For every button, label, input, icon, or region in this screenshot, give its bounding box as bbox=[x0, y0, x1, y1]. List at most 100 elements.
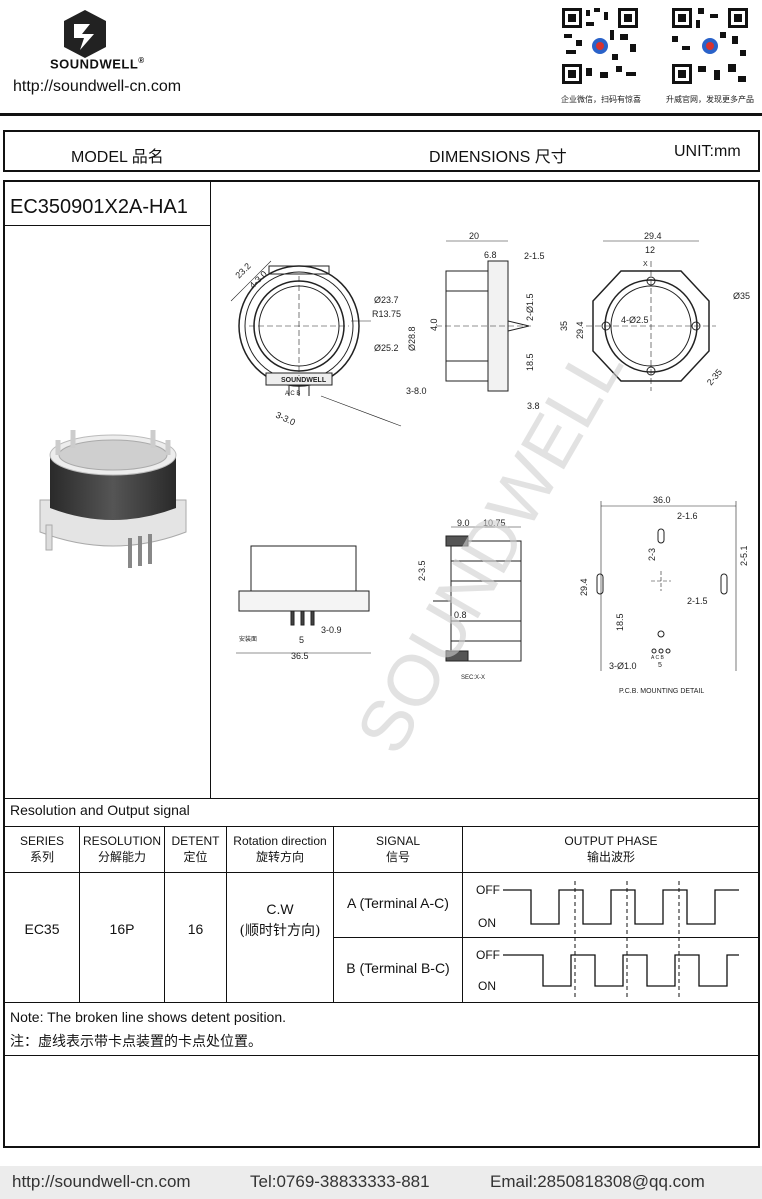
svg-text:3.8: 3.8 bbox=[527, 401, 540, 411]
product-photo bbox=[28, 420, 198, 580]
svg-text:2-Ø1.5: 2-Ø1.5 bbox=[525, 293, 535, 321]
svg-text:6.8: 6.8 bbox=[484, 250, 497, 260]
col-sep-3 bbox=[226, 826, 227, 1002]
svg-text:Ø25.2: Ø25.2 bbox=[374, 343, 399, 353]
svg-text:2-1.6: 2-1.6 bbox=[677, 511, 698, 521]
header-divider bbox=[0, 113, 762, 116]
bottom-view: 安装面 5 3-0.9 36.5 bbox=[236, 545, 371, 661]
svg-text:10.75: 10.75 bbox=[483, 518, 506, 528]
svg-text:ON: ON bbox=[478, 916, 496, 930]
footer-tel: Tel:0769-38833333-881 bbox=[250, 1172, 430, 1191]
cell-resolution: 16P bbox=[109, 921, 135, 937]
footer-url[interactable]: http://soundwell-cn.com bbox=[12, 1172, 191, 1191]
svg-text:0.8: 0.8 bbox=[454, 610, 467, 620]
svg-text:12: 12 bbox=[645, 245, 655, 255]
cell-detent: 16 bbox=[187, 921, 204, 937]
svg-text:SEC:X-X: SEC:X-X bbox=[461, 675, 485, 681]
col-sep-2 bbox=[164, 826, 165, 1002]
footer-email[interactable]: Email:2850818308@qq.com bbox=[490, 1172, 705, 1191]
col-sep-4 bbox=[333, 826, 334, 1002]
section-view: 9.0 10.75 2-3.5 0.8 SEC:X-X bbox=[417, 518, 522, 681]
svg-text:3-8.0: 3-8.0 bbox=[406, 386, 427, 396]
svg-text:36.5: 36.5 bbox=[291, 651, 309, 661]
svg-text:23.2: 23.2 bbox=[233, 261, 252, 280]
qr-code-wechat bbox=[560, 6, 640, 86]
svg-text:SOUNDWELL: SOUNDWELL bbox=[281, 377, 327, 384]
table-row-split bbox=[333, 937, 759, 938]
model-name-divider bbox=[4, 225, 210, 226]
svg-text:2-3.5: 2-3.5 bbox=[417, 560, 427, 581]
svg-text:A C B: A C B bbox=[651, 655, 664, 661]
svg-text:OFF: OFF bbox=[476, 948, 500, 962]
svg-text:OFF: OFF bbox=[476, 883, 500, 897]
note-chinese: 注：虚线表示带卡点装置的卡点处位置。 bbox=[10, 1034, 262, 1050]
technical-drawing: 23.2 4-3.0 Ø23.7 R13.75 Ø28.8 Ø25.2 3-3.… bbox=[211, 181, 759, 798]
table-header-top bbox=[4, 826, 759, 827]
cell-signal-a: A (Terminal A-C) bbox=[347, 895, 449, 911]
qr-caption-wechat: 企业微信，扫码有惊喜 bbox=[561, 95, 641, 104]
column-divider bbox=[210, 181, 211, 798]
svg-text:ON: ON bbox=[478, 979, 496, 993]
front-view: 23.2 4-3.0 Ø23.7 R13.75 Ø28.8 Ø25.2 3-3.… bbox=[230, 260, 417, 428]
svg-text:29.4: 29.4 bbox=[579, 578, 589, 596]
svg-text:2-1.5: 2-1.5 bbox=[524, 251, 545, 261]
col-sep-5 bbox=[462, 826, 463, 1002]
svg-text:18.5: 18.5 bbox=[615, 613, 625, 631]
svg-text:20: 20 bbox=[469, 231, 479, 241]
col-sep-1 bbox=[79, 826, 80, 1002]
svg-text:Ø23.7: Ø23.7 bbox=[374, 295, 399, 305]
pcb-mounting-detail: 36.0 2-1.6 2-3 2-5.1 29.4 2-1.5 18.5 3-Ø… bbox=[579, 495, 749, 695]
table-header-bottom bbox=[4, 872, 759, 873]
svg-text:36.0: 36.0 bbox=[653, 495, 671, 505]
svg-text:2-5.1: 2-5.1 bbox=[739, 545, 749, 566]
table-bottom bbox=[4, 1002, 759, 1003]
svg-text:2-3: 2-3 bbox=[647, 548, 657, 561]
footer: http://soundwell-cn.com Tel:0769-3883333… bbox=[0, 1166, 762, 1199]
svg-text:29.4: 29.4 bbox=[575, 321, 585, 339]
header-url[interactable]: http://soundwell-cn.com bbox=[13, 78, 182, 95]
svg-text:3-Ø1.0: 3-Ø1.0 bbox=[609, 661, 637, 671]
svg-text:4.0: 4.0 bbox=[429, 318, 439, 331]
svg-text:3-0.9: 3-0.9 bbox=[321, 625, 342, 635]
svg-text:2-1.5: 2-1.5 bbox=[687, 596, 708, 606]
qr-caption-website: 升威官网，发现更多产品 bbox=[666, 95, 754, 104]
model-number: EC350901X2A-HA1 bbox=[10, 196, 188, 218]
cell-rotation: C.W (顺时针方向) bbox=[239, 901, 321, 939]
svg-text:P.C.B. MOUNTING DETAIL: P.C.B. MOUNTING DETAIL bbox=[619, 688, 704, 695]
svg-text:Ø35: Ø35 bbox=[733, 291, 750, 301]
svg-text:2-35: 2-35 bbox=[705, 367, 724, 387]
svg-text:Ø28.8: Ø28.8 bbox=[407, 326, 417, 351]
svg-text:4-3.0: 4-3.0 bbox=[247, 269, 269, 291]
side-view: 20 6.8 2-1.5 2-Ø1.5 4.0 18.5 3-8.0 3.8 bbox=[406, 231, 545, 411]
svg-text:35: 35 bbox=[559, 321, 569, 331]
svg-text:A C B: A C B bbox=[285, 391, 300, 397]
unit-label: UNIT:mm bbox=[674, 143, 741, 160]
svg-text:5: 5 bbox=[299, 635, 304, 645]
qr-code-website bbox=[670, 6, 750, 86]
note-english: Note: The broken line shows detent posit… bbox=[10, 1009, 287, 1025]
model-label: MODEL 品名 bbox=[71, 149, 164, 166]
svg-text:X: X bbox=[643, 261, 648, 268]
svg-text:5: 5 bbox=[658, 662, 662, 669]
note-bottom bbox=[4, 1055, 759, 1056]
svg-text:4-Ø2.5: 4-Ø2.5 bbox=[621, 315, 649, 325]
svg-text:安装面: 安装面 bbox=[239, 635, 257, 643]
svg-text:18.5: 18.5 bbox=[525, 353, 535, 371]
svg-text:R13.75: R13.75 bbox=[372, 309, 401, 319]
output-waveform: OFF ON OFF ON bbox=[463, 873, 759, 1002]
svg-text:29.4: 29.4 bbox=[644, 231, 662, 241]
soundwell-watermark: SOUNDWELL bbox=[342, 332, 639, 767]
table-top-border bbox=[4, 798, 759, 799]
brand-name: SOUNDWELL® bbox=[50, 56, 145, 72]
cell-series: EC35 bbox=[24, 921, 60, 937]
soundwell-logo bbox=[60, 8, 110, 60]
svg-text:9.0: 9.0 bbox=[457, 518, 470, 528]
model-bar: MODEL 品名 DIMENSIONS 尺寸 UNIT:mm bbox=[3, 130, 760, 172]
svg-text:3-3.0: 3-3.0 bbox=[274, 410, 297, 428]
